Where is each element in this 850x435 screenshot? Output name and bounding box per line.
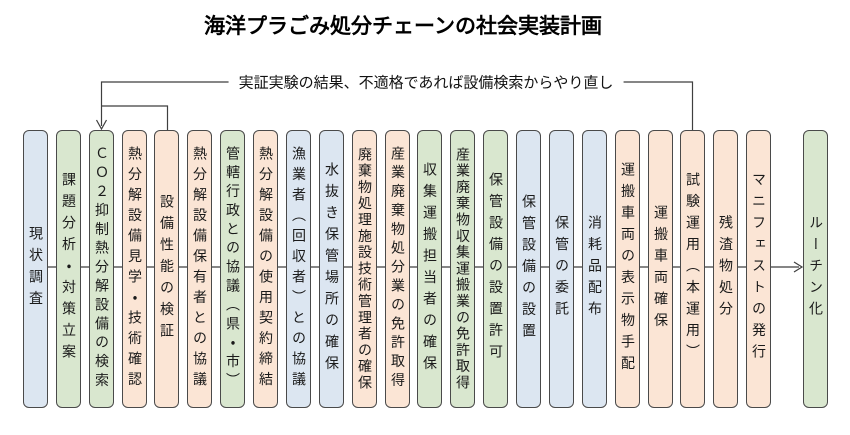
- step-label: マニフェストの発行: [751, 172, 767, 366]
- step-box: 試験運用（本運用）: [680, 130, 705, 408]
- step-label: 熱分解設備保有者との協議: [192, 146, 208, 392]
- feedback-line-from-verification: [101, 105, 169, 130]
- step-box: ＣＯ２抑制熱分解設備の検索: [89, 130, 114, 408]
- step-label: ルーチン化: [808, 215, 824, 323]
- step-label: 設備性能の検証: [159, 193, 175, 345]
- step-label: 保管設備の設置: [521, 193, 537, 345]
- step-label: 運搬車両確保: [653, 204, 669, 334]
- step-label: 廃棄物処理施設技術管理者の確保: [357, 146, 373, 392]
- step-box: 熱分解設備見学・技術確認: [122, 130, 147, 408]
- step-label: 収集運搬担当者の確保: [422, 161, 438, 377]
- step-box: 設備性能の検証: [154, 130, 179, 408]
- step-box: 残渣物処分: [713, 130, 738, 408]
- feedback-annotation: 実証実験の結果、不適格であれば設備検索からやり直し: [228, 71, 624, 93]
- feedback-arrowhead-icon: [95, 119, 108, 131]
- step-label: 運搬車両の表示物手配: [620, 161, 636, 377]
- step-label: 水抜き保管場所の確保: [324, 161, 340, 377]
- step-box: 現状調査: [23, 130, 48, 408]
- step-label: 熱分解設備見学・技術確認: [127, 146, 143, 392]
- step-box: 消耗品配布: [582, 130, 607, 408]
- step-label: 残渣物処分: [718, 215, 734, 323]
- step-box: ルーチン化: [803, 130, 828, 408]
- step-box: 熱分解設備の使用契約締結: [253, 130, 278, 408]
- step-label: 消耗品配布: [587, 215, 603, 323]
- step-box: マニフェストの発行: [746, 130, 771, 408]
- step-label: 熱分解設備の使用契約締結: [258, 146, 274, 392]
- step-box: 課題分析・対策立案: [56, 130, 81, 408]
- step-label: 産業廃棄物処分業の免許取得: [390, 146, 406, 392]
- step-box: 廃棄物処理施設技術管理者の確保: [352, 130, 377, 408]
- step-box: 熱分解設備保有者との協議: [187, 130, 212, 408]
- step-box: 収集運搬担当者の確保: [417, 130, 442, 408]
- step-box: 水抜き保管場所の確保: [319, 130, 344, 408]
- step-box: 漁業者（回収者）との協議: [286, 130, 311, 408]
- page-title: 海洋プラごみ処分チェーンの社会実装計画: [204, 15, 602, 38]
- step-label: 保管の委託: [554, 215, 570, 323]
- step-box: 保管の委託: [549, 130, 574, 408]
- step-label: 管轄行政との協議（県・市）: [225, 146, 241, 392]
- step-box: 産業廃棄物収集運搬業の免許取得: [450, 130, 475, 408]
- step-label: 課題分析・対策立案: [61, 172, 77, 366]
- step-box: 保管設備の設置: [516, 130, 541, 408]
- step-box: 保管設備の設置許可: [483, 130, 508, 408]
- step-label: 現状調査: [28, 226, 44, 312]
- step-label: 産業廃棄物収集運搬業の免許取得: [455, 146, 471, 392]
- step-box: 産業廃棄物処分業の免許取得: [385, 130, 410, 408]
- step-box: 管轄行政との協議（県・市）: [220, 130, 245, 408]
- step-label: 保管設備の設置許可: [488, 172, 504, 366]
- step-box: 運搬車両確保: [648, 130, 673, 408]
- step-label: ＣＯ２抑制熱分解設備の検索: [94, 146, 110, 392]
- step-label: 漁業者（回収者）との協議: [291, 146, 307, 392]
- step-label: 試験運用（本運用）: [685, 172, 701, 366]
- step-box: 運搬車両の表示物手配: [615, 130, 640, 408]
- flow-arrowhead-icon: [793, 261, 804, 273]
